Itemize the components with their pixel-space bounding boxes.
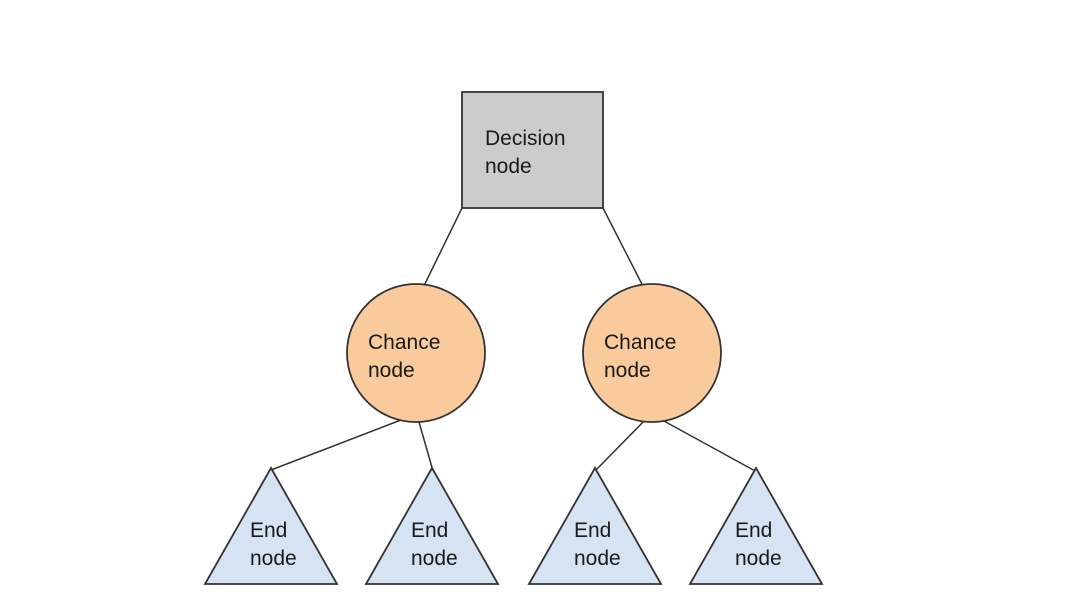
end-node-3-label: End node [574, 519, 621, 570]
end-node-2-label: End node [411, 519, 458, 570]
edge-chance-1-end-2 [416, 414, 434, 472]
chance-node-1-shape [346, 283, 486, 423]
end-node-4-label: End node [735, 519, 782, 570]
end-node-1: End node [203, 466, 339, 585]
chance-node-2-shape [582, 283, 722, 423]
edge-chance-2-end-4 [652, 414, 758, 473]
end-node-1-shape [203, 466, 339, 585]
chance-node-1: Chance node [346, 283, 486, 423]
end-node-1-label: End node [250, 519, 297, 570]
end-node-4: End node [688, 466, 824, 585]
edge-chance-2-end-3 [593, 414, 651, 473]
chance-node-1-label: Chance node [368, 331, 446, 382]
chance-node-2-label: Chance node [604, 331, 682, 382]
end-node-3-shape [527, 466, 663, 585]
edges [270, 207, 758, 473]
end-node-2-shape [364, 466, 500, 585]
decision-node: Decision node [461, 91, 604, 209]
edge-decision-chance-1 [418, 207, 463, 297]
edge-decision-chance-2 [602, 207, 649, 297]
decision-node-label: Decision node [485, 127, 571, 178]
decision-node-shape [461, 91, 604, 209]
end-node-2: End node [364, 466, 500, 585]
chance-node-2: Chance node [582, 283, 722, 423]
end-node-4-shape [688, 466, 824, 585]
edge-chance-1-end-1 [270, 414, 415, 471]
end-node-3: End node [527, 466, 663, 585]
